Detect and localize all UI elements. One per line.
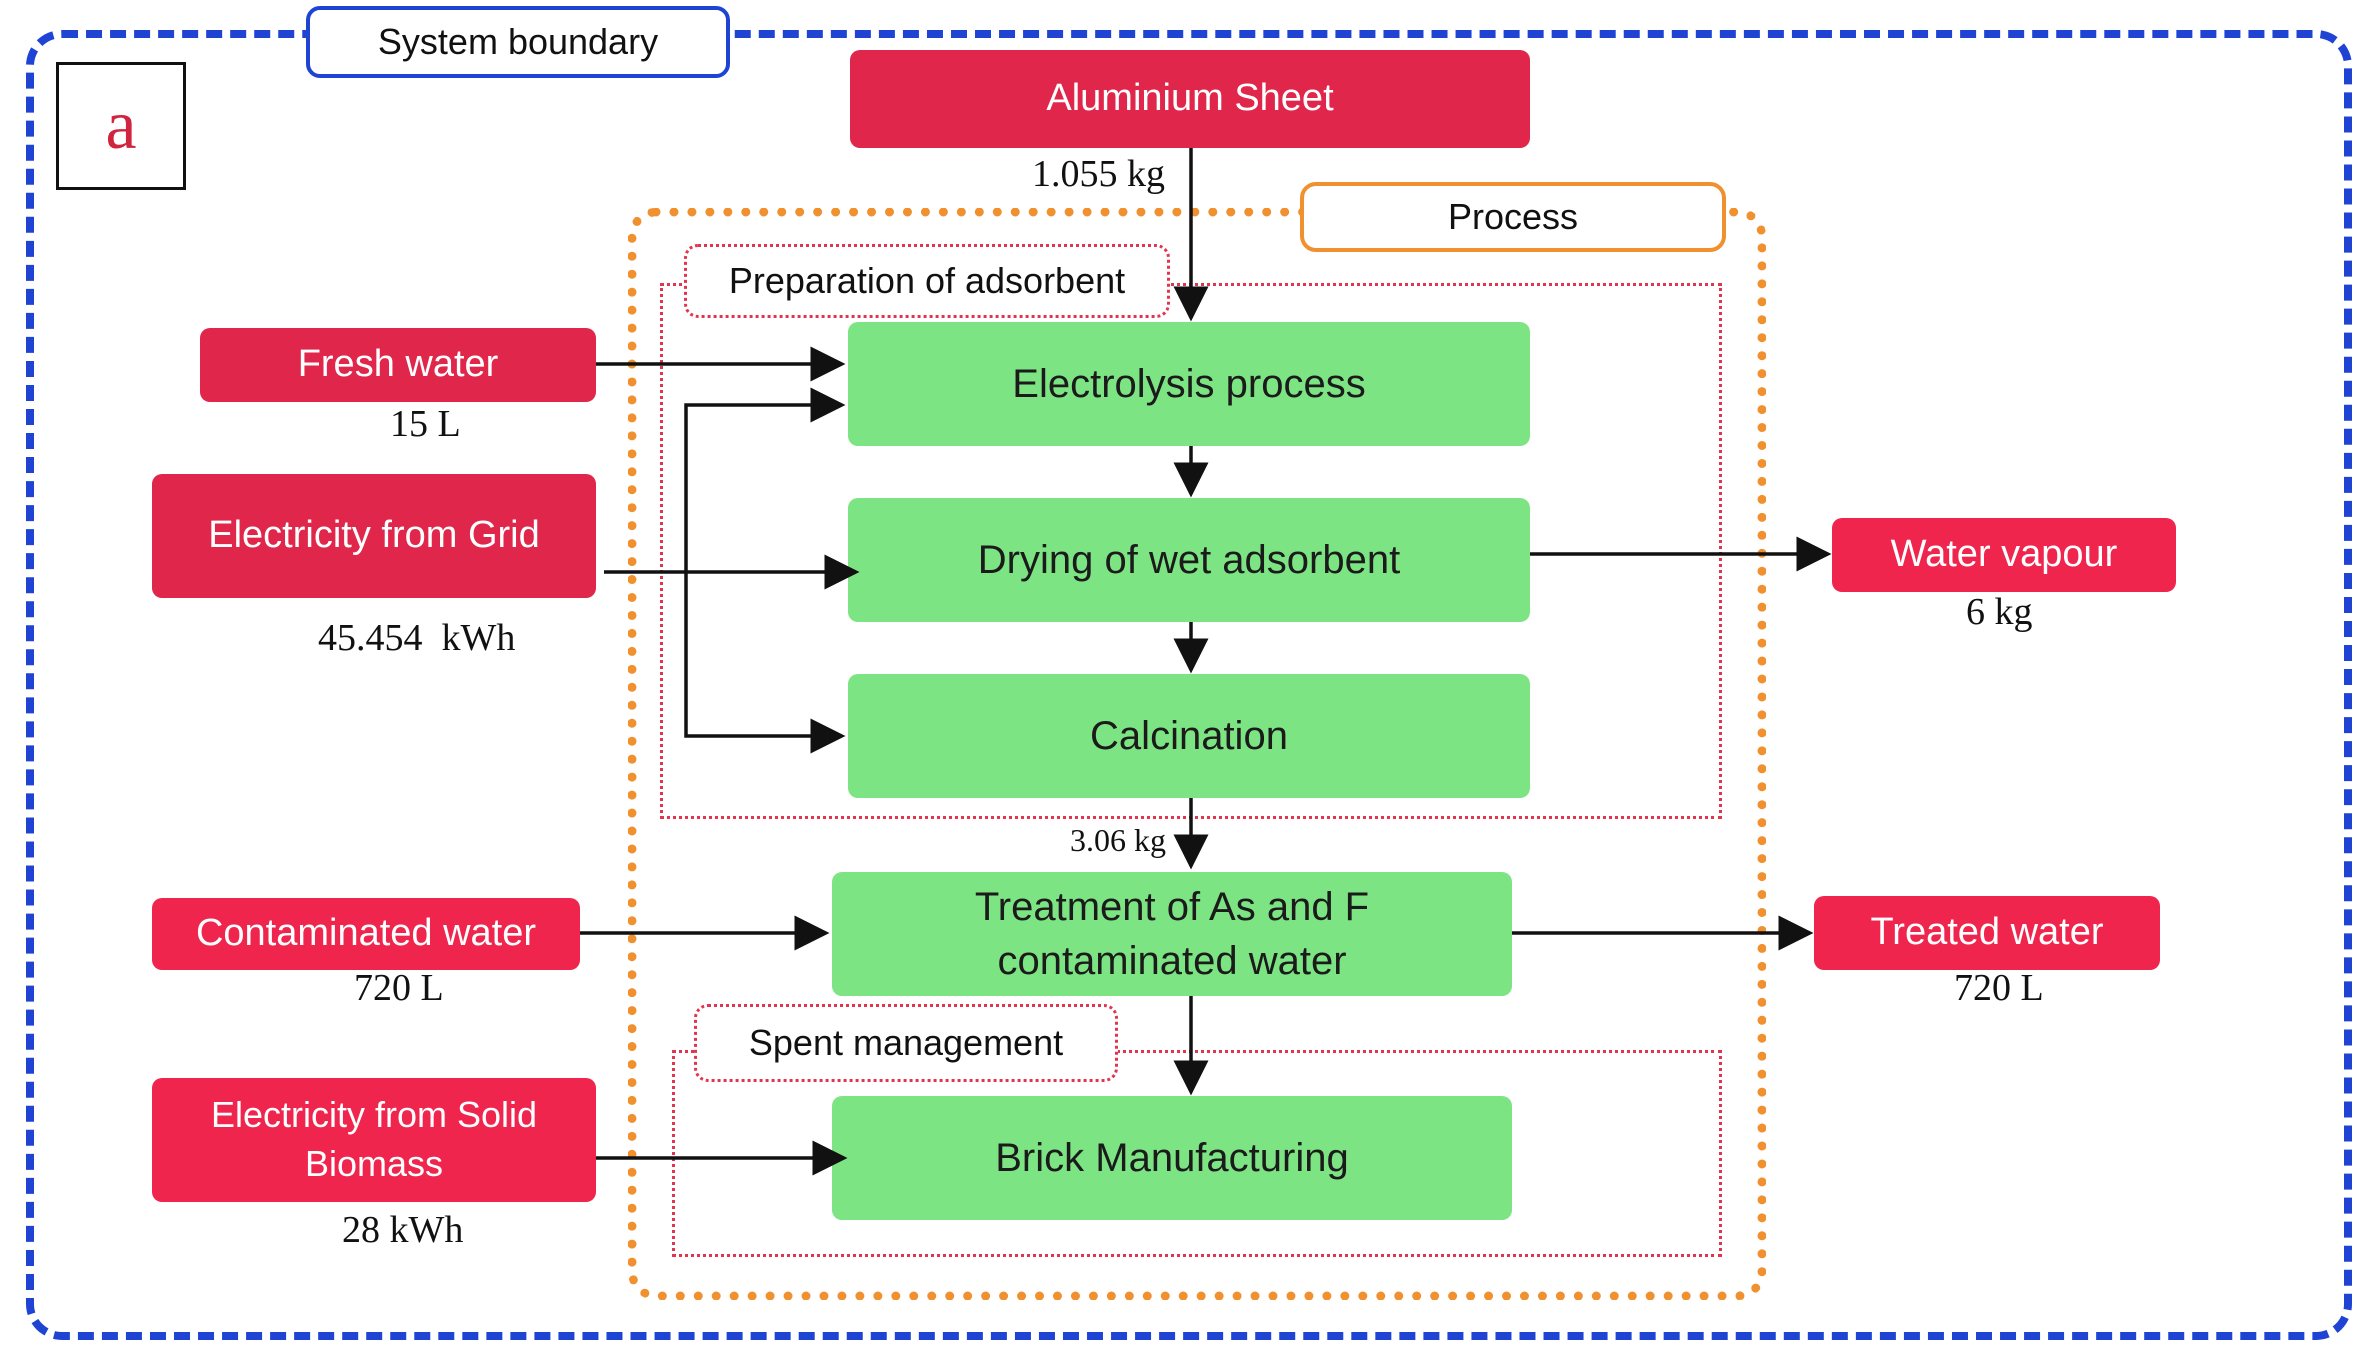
arrow-grid-to-electrolysis — [684, 387, 846, 572]
contaminated-water-box: Contaminated water — [152, 898, 580, 970]
electricity-grid-box: Electricity from Grid — [152, 474, 596, 598]
electrolysis-step: Electrolysis process — [848, 322, 1530, 446]
panel-tag: a — [56, 62, 186, 190]
system-boundary-label: System boundary — [306, 6, 730, 78]
electricity-biomass-box: Electricity from Solid Biomass — [152, 1078, 596, 1202]
calcination-output-qty: 3.06 kg — [1070, 822, 1166, 858]
drying-step: Drying of wet adsorbent — [848, 498, 1530, 622]
brick-manufacturing-step: Brick Manufacturing — [832, 1096, 1512, 1220]
water-vapour-qty: 6 kg — [1966, 591, 2033, 633]
treated-water-qty: 720 L — [1954, 967, 2044, 1009]
electricity-biomass-qty: 28 kWh — [342, 1209, 464, 1251]
treated-water-box: Treated water — [1814, 896, 2160, 970]
water-vapour-box: Water vapour — [1832, 518, 2176, 592]
electricity-grid-qty: 45.454 kWh — [318, 617, 516, 659]
aluminium-sheet-box: Aluminium Sheet — [850, 50, 1530, 148]
arrow-grid-to-calcination — [684, 572, 846, 754]
fresh-water-qty: 15 L — [390, 403, 461, 445]
process-frame — [628, 208, 1766, 1300]
fresh-water-box: Fresh water — [200, 328, 596, 402]
spent-management-label: Spent management — [694, 1004, 1118, 1082]
contaminated-water-qty: 720 L — [354, 967, 444, 1009]
spent-management-frame — [672, 1050, 1722, 1257]
preparation-label: Preparation of adsorbent — [684, 244, 1170, 318]
treatment-step: Treatment of As and F contaminated water — [832, 872, 1512, 996]
aluminium-sheet-qty: 1.055 kg — [1032, 153, 1165, 195]
process-label: Process — [1300, 182, 1726, 252]
calcination-step: Calcination — [848, 674, 1530, 798]
system-boundary-frame — [26, 30, 2352, 1340]
